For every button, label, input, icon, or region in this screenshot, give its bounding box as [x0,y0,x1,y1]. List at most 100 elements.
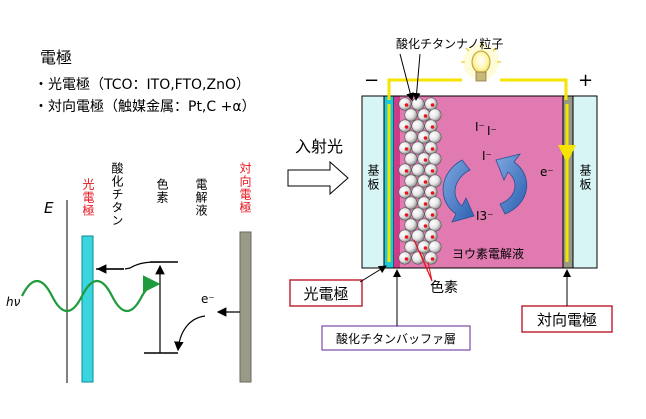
plus-terminal: + [578,70,593,91]
tio2-particle [428,174,442,188]
triiodide: I3⁻ [476,209,494,223]
tio2-particle [428,196,442,210]
hv-label: hν [6,295,21,309]
injection-curve [124,261,161,270]
iodide-3: I⁻ [482,149,492,163]
nanoparticles-label: 酸化チタンナノ粒子 [396,36,503,51]
tio2-particle [428,218,442,232]
photoelectrode-pointer [359,265,387,283]
tio2-particle [398,141,412,155]
iodide-2: I⁻ [487,124,497,138]
dye-molecule [423,114,428,118]
dye-pointer-2 [419,251,433,282]
tio2-particle [424,119,438,133]
dye-molecule [430,235,435,239]
circuit-wire-right [500,78,568,100]
dye-molecule [430,147,435,151]
counter-electrode-bar [239,231,252,383]
tio2-particle [411,97,425,111]
electron-label-cell: e⁻ [540,165,554,179]
light-bulb-icon [461,42,501,82]
tio2-particle [404,152,418,166]
tio2-particle [424,229,438,243]
tio2-particle [398,119,412,133]
dye-pointer-3 [427,261,433,282]
dye-molecule [404,213,409,217]
cell-schematic: 基板 基板 I⁻ I⁻ I⁻ I3⁻ e⁻ ヨウ素電解液 [361,36,598,296]
tio2-particle [428,130,442,144]
dye-molecule [430,191,435,195]
tio2-particle [398,207,412,221]
minus-terminal: − [364,70,379,91]
counter-electrode-box [521,305,613,333]
dye-molecule [423,202,428,206]
electron-label-left: e⁻ [201,292,215,306]
circuit-wire-left [387,78,462,100]
tio2-nanoparticles [398,97,442,265]
nanoparticle-pointer-1 [399,53,415,101]
regeneration-arrow [174,315,206,352]
tio2-particle [411,229,425,243]
tio2-particle [424,207,438,221]
tio2-particle [417,196,431,210]
iodide-1: I⁻ [475,120,485,134]
tio2-particle [417,240,431,254]
dye-molecule [404,191,409,195]
tio2-particle [404,108,418,122]
dye-molecule [430,213,435,217]
energy-axis-label: E [44,199,54,217]
photoelectrode-box [289,279,363,307]
tio2-particle [411,141,425,155]
dye-molecule [404,125,409,129]
tio2-particle [398,163,412,177]
dye-molecule [423,180,428,184]
dye-molecule [404,257,409,261]
buffer-layer-label: 酸化チタンバッファ層 [336,331,456,346]
tio2-particle [424,163,438,177]
photon-wave [21,275,161,313]
dye-molecule [423,158,428,162]
dye-molecule [404,169,409,173]
buffer-layer-box [321,325,471,351]
counter-electrode-line: ・対向電極（触媒金属：Pt,C +α） [34,99,256,115]
circulation-arrow-left [442,159,475,223]
dye-molecule [404,235,409,239]
tio2-particle [411,119,425,133]
electrolyte-label: ヨウ素電解液 [452,246,524,261]
photoelectrode-box-label: 光電極 [303,285,348,303]
col-photoelectrode: 光電極 [81,178,95,217]
substrate-left-label: 基板 [366,164,380,192]
photoelectrode-bar [81,235,94,383]
tio2-particle [404,218,418,232]
tio2-particle [411,185,425,199]
dye-molecule [423,246,428,250]
electrode-heading: 電極 [40,48,72,67]
tio2-particle [411,207,425,221]
incident-light-label: 入射光 [295,137,343,156]
dye-molecule [423,224,428,228]
tio2-particle [417,152,431,166]
energy-diagram: E 光電極 酸化チタン 色素 電解液 対向電極 hν e⁻ [6,161,252,383]
dye-molecule [430,169,435,173]
tio2-particle [404,196,418,210]
tio2-particle [428,108,442,122]
counter-electrode-box-label: 対向電極 [537,311,597,329]
col-electrolyte: 電解液 [194,178,208,217]
buffer-layer [394,96,400,268]
tio2-particle [424,185,438,199]
tio2-particle [398,185,412,199]
col-counter-electrode: 対向電極 [238,162,252,214]
tio2-particle [398,97,412,111]
dye-molecule [404,103,409,107]
col-dye: 色素 [155,178,169,204]
dye-molecule [430,103,435,107]
tio2-particle [417,174,431,188]
dye-molecule [404,147,409,151]
tio2-particle [417,218,431,232]
tio2-particle [424,97,438,111]
dye-molecule [423,136,428,140]
tio2-particle [428,240,442,254]
tio2-particle [417,130,431,144]
tio2-particle [417,108,431,122]
cell-outline [361,95,598,269]
